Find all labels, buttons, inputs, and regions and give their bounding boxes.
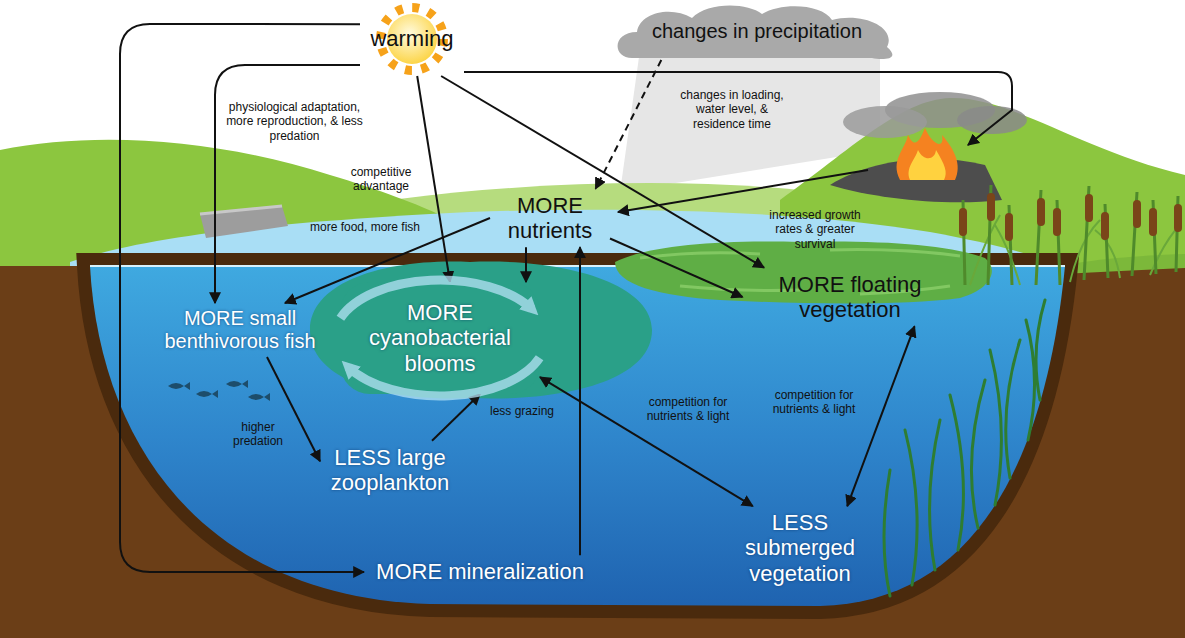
concept-label: MORE small benthivorous fish bbox=[150, 303, 330, 357]
edge-label: higher predation bbox=[226, 420, 290, 449]
edge-label: competitive advantage bbox=[343, 165, 419, 194]
arrow-connector bbox=[847, 326, 914, 506]
edge-label: competition for nutrients & light bbox=[758, 388, 870, 417]
dashed-arrow bbox=[596, 60, 662, 189]
edge-label: competition for nutrients & light bbox=[632, 395, 744, 424]
sun-node: warming bbox=[360, 2, 464, 76]
smoke bbox=[957, 106, 1027, 134]
dam bbox=[200, 206, 288, 238]
concept-label: MORE mineralization bbox=[364, 555, 596, 588]
edge-label: less grazing bbox=[482, 404, 562, 418]
arrow-connector bbox=[525, 247, 527, 282]
concept-label: LESS submerged vegetation bbox=[733, 506, 868, 590]
cattail-stems bbox=[963, 185, 1178, 285]
bloom-region: MORE cyanobacterial blooms bbox=[340, 282, 540, 394]
edge-label: changes in loading, water level, & resid… bbox=[672, 88, 792, 131]
cloud-shape bbox=[618, 5, 893, 59]
cyanobacteria-bloom bbox=[310, 262, 652, 399]
fire-flame bbox=[909, 150, 946, 180]
arrow-connector bbox=[540, 377, 753, 506]
edge-label: physiological adaptation, more reproduct… bbox=[222, 100, 367, 143]
concept-label: LESS large zooplankton bbox=[320, 441, 460, 500]
cattail-leaves bbox=[970, 215, 1180, 285]
cattail-heads bbox=[963, 197, 1178, 237]
node-text: MORE nutrients bbox=[494, 193, 606, 244]
arrow-connector bbox=[610, 239, 743, 297]
edge-label: increased growth rates & greater surviva… bbox=[760, 208, 870, 251]
fish-icons bbox=[168, 380, 270, 401]
node-text: LESS large zooplankton bbox=[324, 445, 456, 496]
fire-to-nutrients-arrow bbox=[618, 170, 868, 212]
concept-label: MORE nutrients bbox=[490, 189, 610, 248]
cloud-node: changes in precipitation bbox=[612, 2, 902, 60]
node-text: LESS submerged vegetation bbox=[737, 510, 864, 586]
node-text: MORE mineralization bbox=[376, 559, 584, 584]
dam-crest bbox=[200, 206, 282, 214]
node-text: MORE small benthivorous fish bbox=[154, 307, 326, 353]
concept-label: MORE floating vegetation bbox=[743, 268, 958, 327]
warming-to-fire-arrow bbox=[464, 72, 1012, 145]
node-text: warming bbox=[370, 26, 453, 51]
arrow-connector bbox=[417, 76, 450, 282]
node-text: MORE cyanobacterial blooms bbox=[344, 300, 536, 376]
node-text: changes in precipitation bbox=[652, 20, 862, 43]
fire-flame bbox=[897, 128, 958, 180]
smoke bbox=[843, 106, 927, 138]
edge-label: more food, more fish bbox=[300, 220, 430, 234]
node-text: MORE floating vegetation bbox=[747, 272, 954, 323]
arrow-connector bbox=[432, 394, 480, 441]
